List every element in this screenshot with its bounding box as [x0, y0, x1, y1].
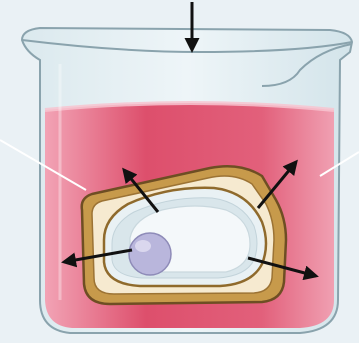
nucleus-highlight: [135, 240, 151, 252]
nucleus: [129, 233, 171, 275]
